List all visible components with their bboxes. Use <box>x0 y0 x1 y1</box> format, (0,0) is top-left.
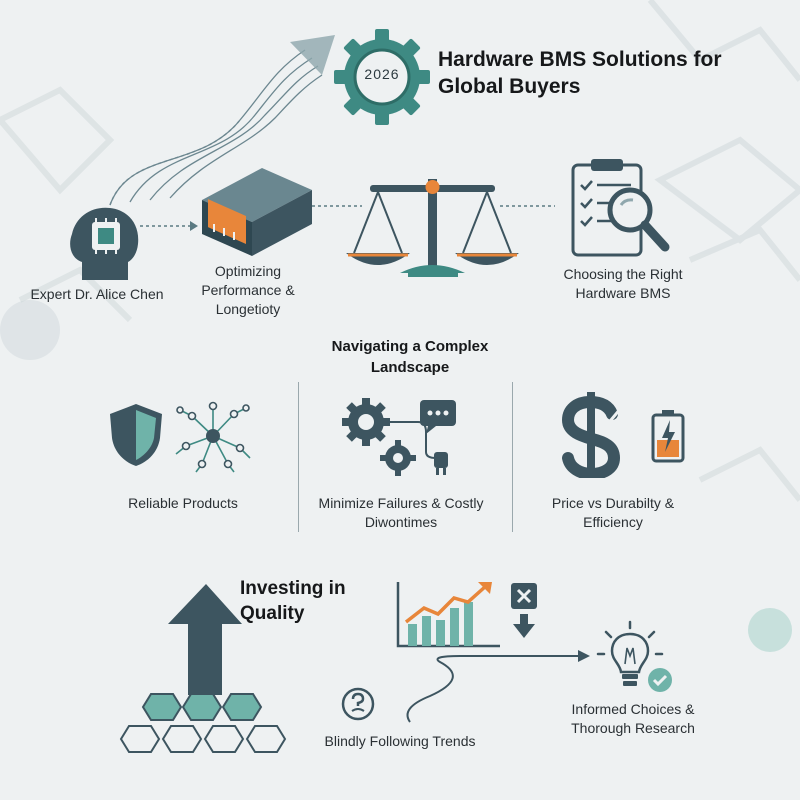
flow-connector <box>312 205 362 207</box>
page-title: Hardware BMS Solutions for Global Buyers <box>438 48 722 98</box>
growth-arrow-icon <box>109 35 335 206</box>
gear-icon <box>334 29 430 125</box>
gear-year-label: 2026 <box>364 66 400 82</box>
choose-label: Choosing the Right Hardware BMS <box>563 266 683 301</box>
flow-connector <box>500 205 555 207</box>
gears-plug-icon <box>342 398 456 476</box>
decision-path-line <box>406 650 590 723</box>
battery-label: Optimizing Performance & Longetioty <box>201 263 295 317</box>
battery-charge-icon <box>651 410 685 463</box>
column-divider <box>298 382 299 532</box>
battery-icon <box>202 168 312 256</box>
column-divider <box>512 382 513 532</box>
price-durability-label: Price vs Durabilty & Efficiency <box>551 495 675 530</box>
brain-chip-head-icon <box>70 207 139 280</box>
minimize-failures-label: Minimize Failures & Costly Diwontimes <box>318 495 484 530</box>
reject-down-icon <box>511 583 537 638</box>
informed-label: Informed Choices & Thorough Research <box>571 701 695 736</box>
dollar-sign-icon <box>561 392 628 478</box>
balance-scale-icon <box>346 179 519 277</box>
landscape-heading: Navigating a Complex Landscape <box>331 338 489 376</box>
circuit-network-icon <box>175 401 251 473</box>
trends-label: Blindly Following Trends <box>324 733 476 749</box>
hexagon-foundation-icon <box>119 693 287 753</box>
growth-chart-icon <box>396 582 500 648</box>
flow-connector <box>140 221 198 231</box>
question-face-icon <box>341 687 375 721</box>
clipboard-search-icon <box>571 159 670 257</box>
reliable-products-label: Reliable Products <box>128 495 238 511</box>
lightbulb-check-icon <box>596 620 672 692</box>
quality-arrow-icon <box>168 584 242 695</box>
quality-heading: Investing in Quality <box>240 578 346 624</box>
expert-label: Expert Dr. Alice Chen <box>30 286 164 302</box>
shield-icon <box>110 404 162 466</box>
